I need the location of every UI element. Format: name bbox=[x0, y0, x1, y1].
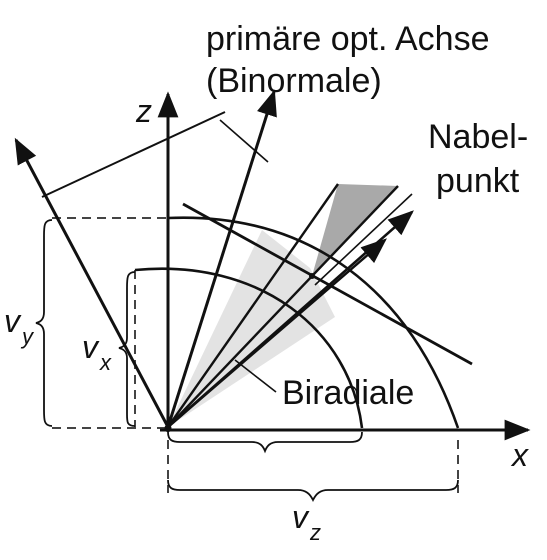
svg-text:v: v bbox=[82, 329, 100, 365]
biradiale-leader-line bbox=[234, 359, 277, 393]
nabel-label-line2: punkt bbox=[436, 162, 520, 200]
brace-vx bbox=[118, 271, 136, 427]
z-axis-label: z bbox=[135, 93, 152, 129]
biradiale-label: Biradiale bbox=[282, 374, 414, 412]
dashed-projections bbox=[52, 217, 459, 493]
umbilic-point bbox=[309, 273, 315, 279]
shaded-biradial-region bbox=[168, 230, 335, 427]
optic-axis-label-line2: (Binormale) bbox=[206, 62, 382, 100]
nabel-label-line1: Nabel- bbox=[428, 118, 528, 156]
inner-index-curve bbox=[134, 267, 364, 429]
brace-vy bbox=[35, 219, 53, 427]
biradial-line bbox=[167, 183, 339, 428]
ray-arrow-low bbox=[167, 238, 387, 428]
binormal-arrow bbox=[166, 89, 277, 428]
vy-arrow bbox=[14, 137, 170, 428]
vz-label: v z bbox=[292, 499, 321, 545]
svg-text:x: x bbox=[99, 350, 112, 375]
binormal-leader-line bbox=[219, 119, 269, 163]
umbilic-direction-line bbox=[167, 185, 399, 428]
svg-text:y: y bbox=[20, 324, 35, 349]
brace-horizontal-short bbox=[167, 431, 363, 454]
vx-label: v x bbox=[82, 329, 112, 375]
origin-point bbox=[164, 424, 172, 432]
optic-axis-label-line1: primäre opt. Achse bbox=[206, 20, 489, 58]
svg-text:z: z bbox=[309, 520, 321, 545]
brace-vz bbox=[167, 479, 459, 503]
svg-text:v: v bbox=[4, 303, 22, 339]
svg-text:v: v bbox=[292, 499, 310, 535]
x-axis-label: x bbox=[510, 437, 529, 473]
binormal-bracket-top bbox=[41, 111, 226, 198]
vy-label: v y bbox=[4, 303, 35, 349]
